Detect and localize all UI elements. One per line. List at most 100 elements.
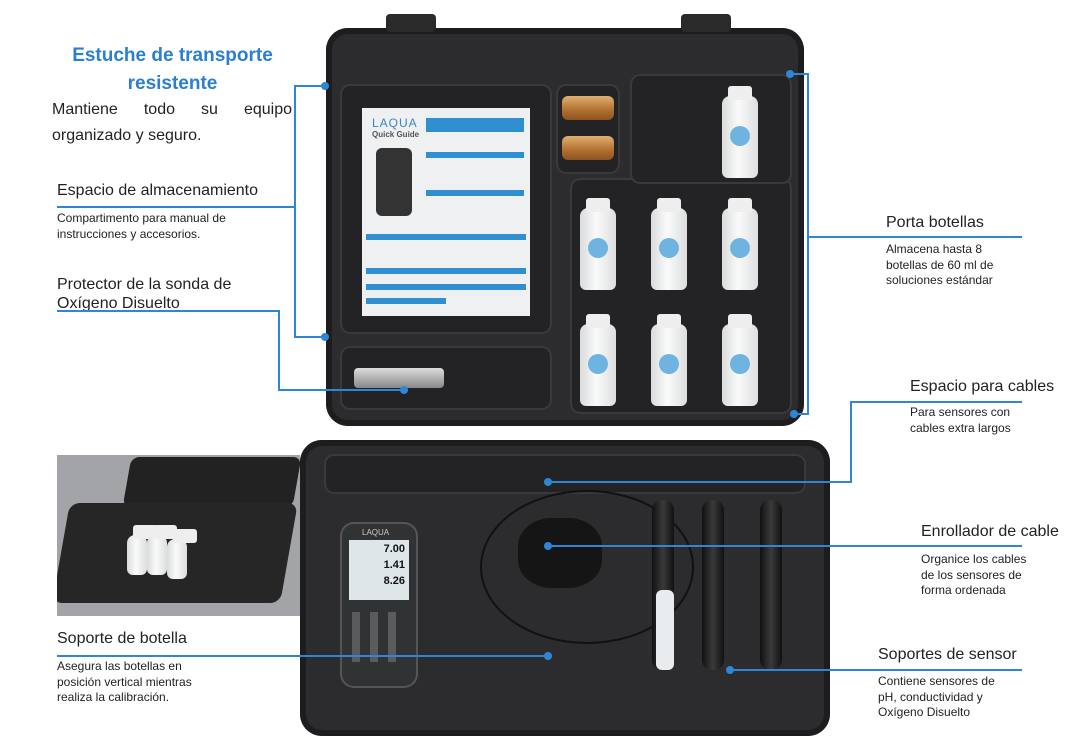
bottle-support-desc: Asegura las botellas en posición vertica… [57, 659, 192, 706]
reading-conductivity: 1.41 [383, 559, 405, 571]
desc-line: Para sensores con [910, 405, 1011, 419]
protector-label: Protector de la sonda de Oxígeno Disuelt… [57, 275, 231, 313]
quick-guide-manual: LAQUA Quick Guide [362, 108, 530, 316]
inset-photo [57, 455, 300, 616]
desc-line: Oxígeno Disuelto [878, 705, 971, 719]
storage-desc: Compartimento para manual de instruccion… [57, 211, 226, 241]
cable-reel-desc: Organice los cables de los sensores de f… [921, 552, 1026, 599]
cable-reel-line [548, 545, 1022, 547]
desc-line: realiza la calibración. [57, 690, 170, 704]
page-title: Estuche de transporte resistente [40, 42, 305, 98]
marker-dot [321, 82, 329, 90]
protector-line-vertical [278, 310, 280, 391]
meter: LAQUA 7.00 1.41 8.26 [340, 522, 418, 688]
meter-brand: LAQUA [362, 528, 390, 537]
battery [562, 96, 614, 120]
guide-section [366, 284, 526, 290]
standard-bottle [722, 86, 758, 178]
marker-dot [321, 333, 329, 341]
guide-section [366, 268, 526, 274]
desc-line: posición vertical mientras [57, 674, 192, 689]
meter-screen: 7.00 1.41 8.26 [349, 540, 409, 600]
inset-case-lid [122, 457, 300, 507]
guide-meter-image [376, 148, 412, 216]
guide-section [366, 298, 446, 304]
inset-bottle [147, 525, 177, 575]
case-lid: LAQUA Quick Guide [326, 14, 804, 426]
intro-text: Mantiene todo su equipo organizado y seg… [52, 101, 292, 144]
bottle-rack-label: Porta botellas [886, 214, 984, 231]
bottle-bracket-bottom [793, 413, 809, 415]
cable-space-label: Espacio para cables [910, 378, 1055, 395]
do-sensor [760, 500, 782, 670]
protector-label-line2: Oxígeno Disuelto [57, 295, 180, 312]
lid-handle-right [681, 14, 731, 32]
do-probe-protector [354, 368, 444, 388]
cable-space-desc: Para sensores con cables extra largos [910, 405, 1011, 436]
protector-line [57, 310, 280, 312]
bottle-rack-top [630, 74, 792, 184]
title-line-2: resistente [127, 73, 218, 94]
battery [562, 136, 614, 160]
bottle-support-label: Soporte de botella [57, 630, 187, 647]
desc-line: Contiene sensores de [878, 674, 995, 688]
guide-title: Quick Guide [372, 130, 420, 139]
desc-line: cables extra largos [910, 420, 1011, 435]
cable-reel-label: Enrollador de cable [921, 523, 1059, 540]
marker-dot [726, 666, 734, 674]
guide-section [426, 118, 524, 132]
cable-space-line-vertical [850, 401, 852, 483]
manual-compartment: LAQUA Quick Guide [340, 84, 552, 334]
meter-keypad [352, 612, 406, 662]
standard-bottle [580, 198, 616, 290]
desc-line: Almacena hasta 8 [886, 242, 983, 256]
inset-bottle [167, 529, 197, 579]
desc-line: pH, conductividad y [878, 689, 983, 704]
marker-dot [544, 652, 552, 660]
sensor-holders-label: Soportes de sensor [878, 646, 1017, 663]
sensor-holders-line [730, 669, 1022, 671]
bottle-rack-bracket [807, 73, 809, 415]
bottle-rack-line [807, 236, 1022, 238]
cable [480, 490, 694, 644]
desc-line: de los sensores de [921, 567, 1022, 582]
standard-bottle [722, 198, 758, 290]
desc-line: Organice los cables [921, 552, 1027, 566]
desc-line: forma ordenada [921, 583, 1006, 597]
marker-dot [544, 542, 552, 550]
battery-slot [556, 84, 620, 174]
bottle-rack-desc: Almacena hasta 8 botellas de 60 ml de so… [886, 242, 993, 289]
title-line-1: Estuche de transporte [72, 45, 273, 66]
cable-space-line [850, 401, 1022, 403]
protector-line-horizontal [278, 389, 404, 391]
accessory-slot [340, 346, 552, 410]
desc-line: Asegura las botellas en [57, 659, 182, 673]
sensor-holders-desc: Contiene sensores de pH, conductividad y… [878, 674, 995, 721]
guide-brand: LAQUA [372, 116, 418, 130]
cable-space-line-horizontal [548, 481, 852, 483]
bottle-support-line [57, 655, 548, 657]
guide-section [426, 190, 524, 196]
bottle-bracket-top [790, 73, 809, 75]
cable-reel [518, 518, 602, 588]
conductivity-sensor [702, 500, 724, 670]
storage-line [57, 206, 296, 208]
storage-bracket-top [294, 85, 325, 87]
marker-dot [400, 386, 408, 394]
storage-label: Espacio de almacenamiento [57, 182, 259, 199]
reading-ph: 7.00 [383, 543, 405, 555]
sensor-cap [656, 590, 674, 670]
protector-label-line1: Protector de la sonda de [57, 276, 232, 293]
guide-section [366, 234, 526, 240]
case-base: LAQUA 7.00 1.41 8.26 [300, 440, 830, 736]
standard-bottle [580, 314, 616, 406]
reading-do: 8.26 [383, 575, 405, 587]
storage-bracket-bottom [294, 336, 325, 338]
storage-bracket [294, 85, 296, 338]
desc-line: soluciones estándar [886, 273, 993, 287]
cable-channel [324, 454, 806, 494]
marker-dot [544, 478, 552, 486]
lid-handle-left [386, 14, 436, 32]
guide-section [426, 152, 524, 158]
